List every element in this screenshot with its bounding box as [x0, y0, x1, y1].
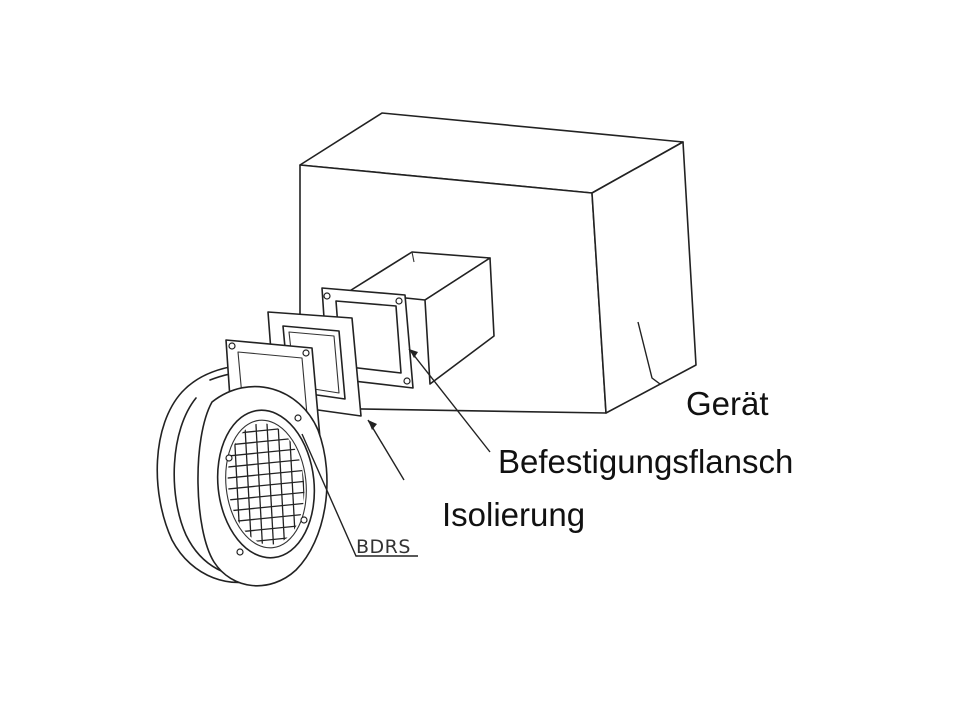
grille-bar-horizontal: [221, 490, 311, 502]
grille-bar-horizontal: [221, 479, 311, 491]
flange-hole: [403, 377, 411, 385]
leader-isolierung: [367, 419, 405, 481]
leader-isolierung-arrowhead: [368, 420, 377, 430]
flange-hole: [395, 297, 403, 305]
leader-lines: [301, 321, 661, 557]
label-befestigungsflansch: Befestigungsflansch: [498, 443, 793, 480]
leader-bdrs: [301, 433, 418, 557]
blower-flange-hole: [228, 342, 236, 350]
duct-side-face: [424, 257, 495, 385]
grille-bar-horizontal: [221, 468, 311, 480]
grille-bar-horizontal: [221, 501, 311, 513]
flange-hole: [323, 292, 331, 300]
blower-bdrs: [156, 339, 328, 587]
leader-flansch: [408, 348, 491, 453]
device-box-side-face: [591, 141, 697, 414]
label-isolierung: Isolierung: [442, 496, 585, 533]
grille-screw: [294, 414, 302, 422]
label-bdrs: BDRS: [356, 536, 411, 558]
blower-inlet-inner-ring: [225, 419, 307, 549]
grille-screw: [300, 516, 308, 524]
duct-edge: [411, 251, 415, 263]
blower-flange-hole: [302, 349, 310, 357]
leader-geraet: [637, 321, 661, 385]
label-geraet: Gerät: [686, 385, 769, 422]
grille-screw: [236, 548, 244, 556]
leader-flansch-arrowhead: [409, 349, 418, 358]
grille-screw: [225, 454, 233, 462]
